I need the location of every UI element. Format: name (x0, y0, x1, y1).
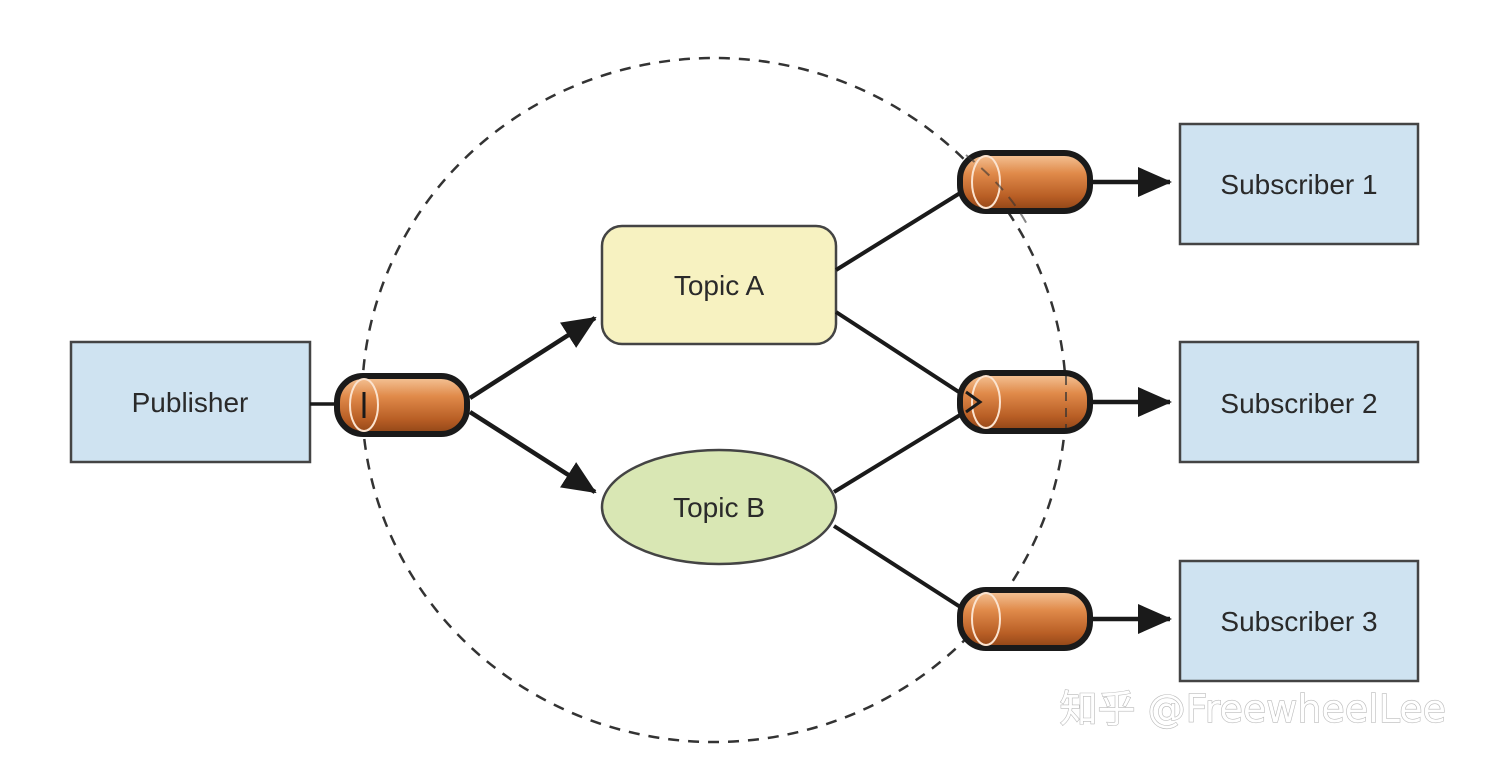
subscriber-3-label: Subscriber 3 (1220, 606, 1377, 637)
topic-a-label: Topic A (674, 270, 765, 301)
publisher-box (69, 340, 312, 464)
subscriber-3-box (1178, 559, 1420, 683)
topic-a-box (600, 224, 838, 346)
subscriber-channel-1 (957, 150, 1093, 214)
line-topic-a-to-channel-1 (834, 188, 967, 272)
watermark: 知乎 @FreewheelLee (1060, 687, 1446, 731)
arrow-to-topic-a (468, 316, 597, 400)
publisher-label: Publisher (132, 387, 249, 418)
subscriber-channel-3 (957, 587, 1093, 651)
subscriber-1-box (1178, 122, 1420, 246)
topic-b-ellipse (600, 448, 838, 566)
topic-b-label: Topic B (673, 492, 765, 523)
subscriber-1-label: Subscriber 1 (1220, 169, 1377, 200)
line-topic-b-to-channel-2 (832, 410, 967, 494)
broker-boundary-overlay (965, 154, 1031, 231)
subscriber-channel-2 (957, 370, 1093, 434)
publisher-channel (334, 373, 470, 437)
subscriber-2-box (1178, 340, 1420, 464)
arrow-to-topic-b (468, 410, 597, 494)
subscriber-2-label: Subscriber 2 (1220, 388, 1377, 419)
line-topic-a-to-channel-2 (834, 310, 967, 398)
line-topic-b-to-channel-3 (832, 524, 967, 612)
